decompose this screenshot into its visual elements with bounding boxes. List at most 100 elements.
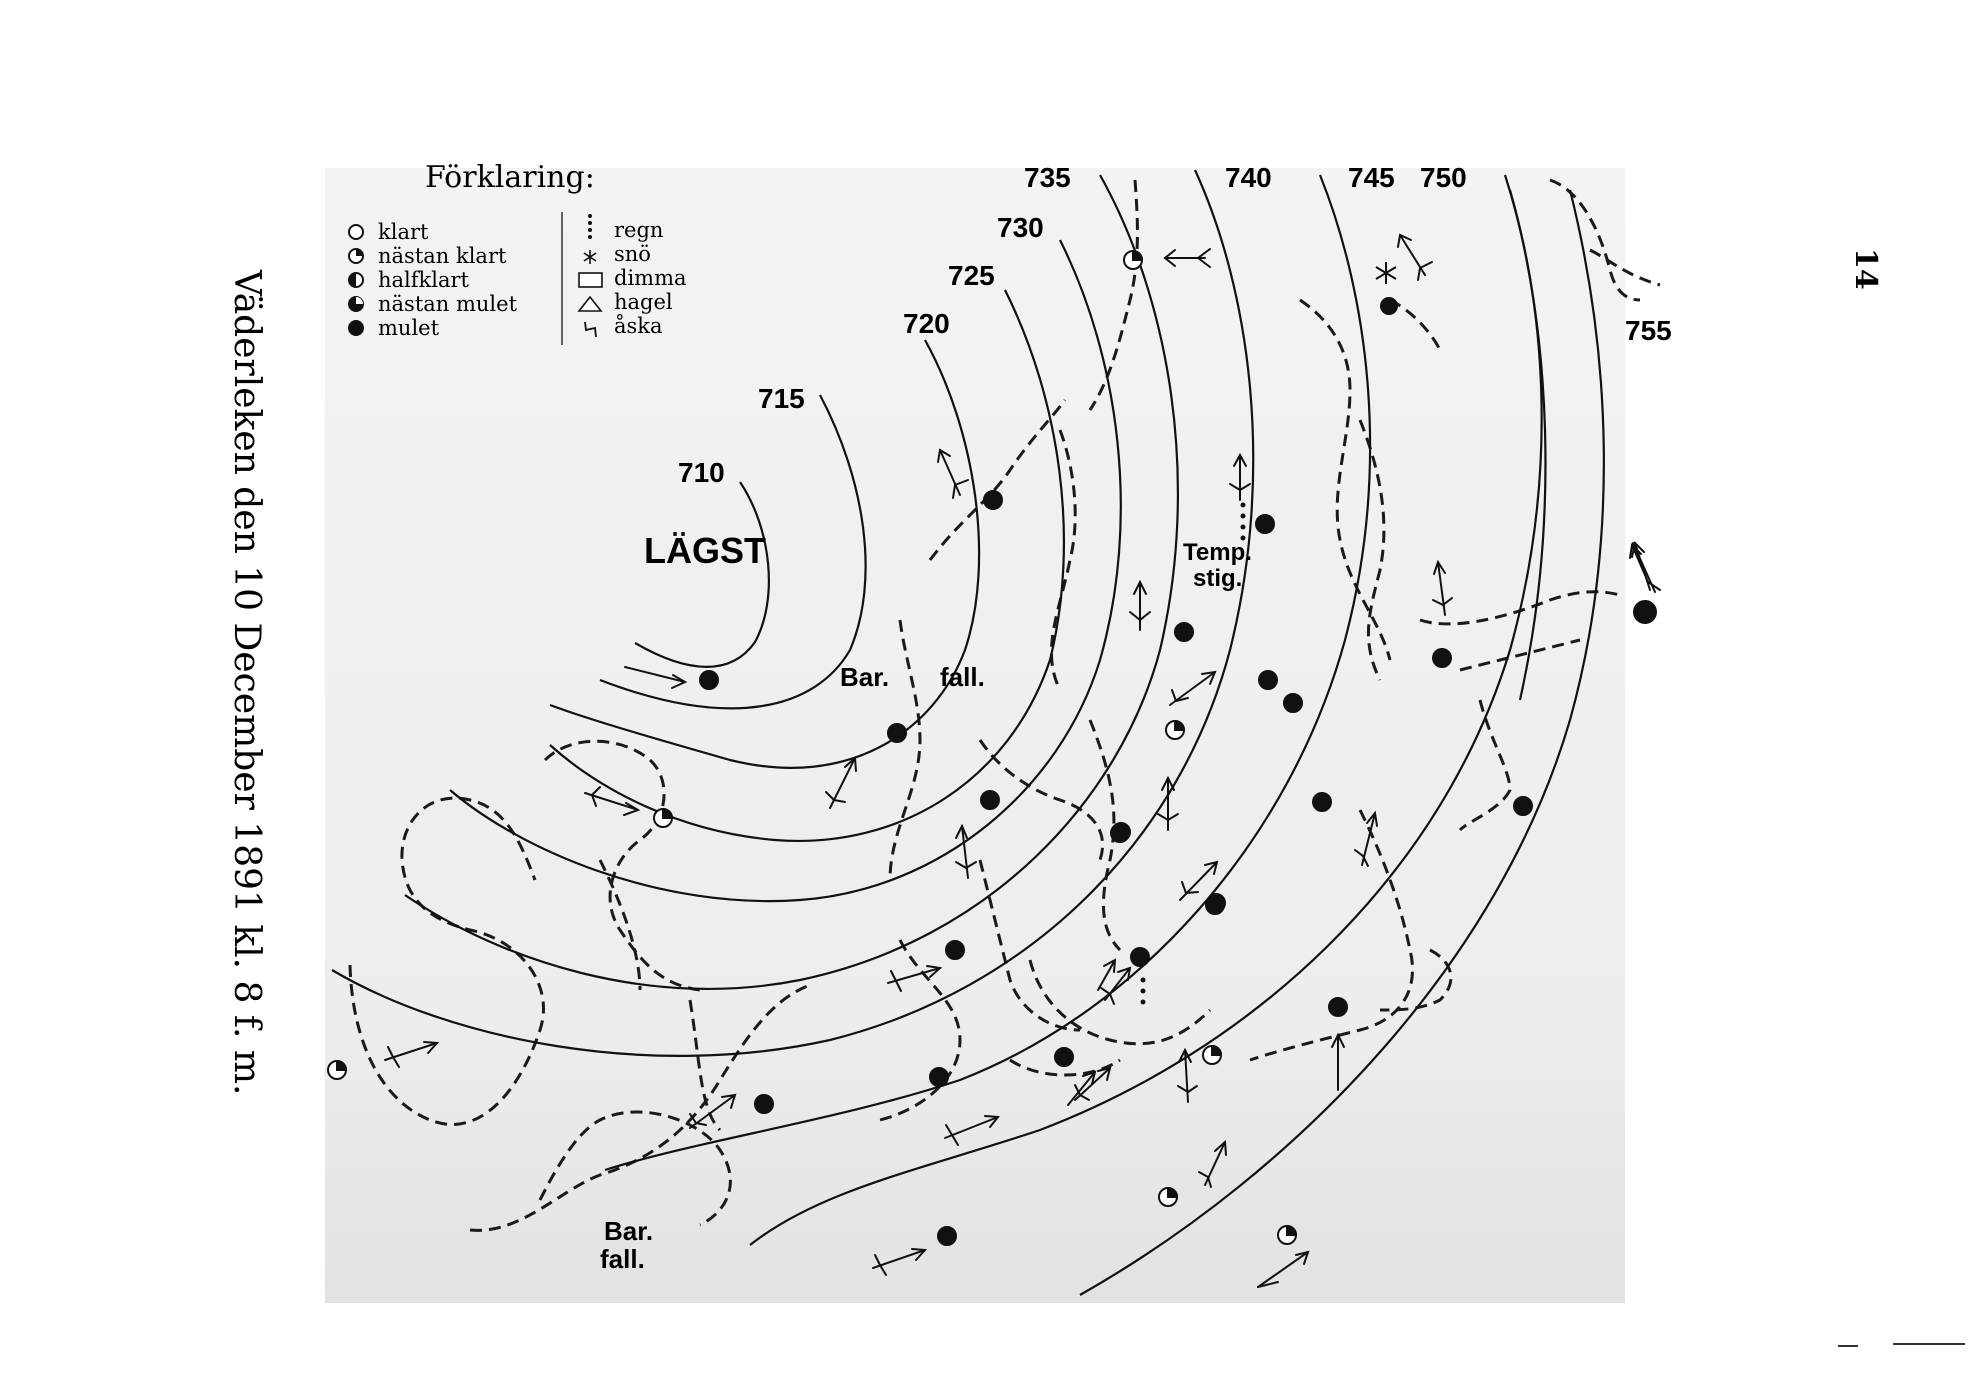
wind-arrow-15 (1354, 810, 1378, 867)
rain-zone-south-4 (1028, 959, 1212, 1046)
wind-arrow-1 (1163, 248, 1211, 268)
rain-zone-east-4 (1419, 590, 1621, 626)
isobar-730 (449, 239, 1122, 903)
station-cloudy (699, 670, 719, 690)
wind-arrow-13 (1157, 775, 1179, 831)
wind-arrow-25 (1067, 1070, 1097, 1106)
wind-arrow-26 (1198, 1139, 1227, 1188)
wind-arrow-28 (1257, 1250, 1310, 1288)
hail-triangle-icon (577, 295, 603, 312)
rain-zone-mid (978, 859, 1081, 1032)
legend-label-fog: dimma (614, 266, 687, 290)
wind-arrow-21 (1177, 1047, 1198, 1103)
rain-marks (1140, 502, 1246, 1005)
isobar-label-730: 730 (997, 212, 1044, 243)
isobar-label-735: 735 (1024, 162, 1071, 193)
station-cloudy (1110, 823, 1130, 843)
wind-arrow-16 (384, 1041, 440, 1068)
isobars (331, 169, 1605, 1296)
wind-arrow-2 (1397, 233, 1433, 281)
temp-rise-label-1: Temp. (1183, 539, 1252, 566)
clear-circle-icon (348, 224, 364, 240)
isobar-label-750: 750 (1420, 162, 1467, 193)
station-cloudy (1206, 893, 1226, 913)
isobar-740 (331, 169, 1255, 1057)
thunder-zigzag-icon (584, 321, 597, 338)
wind-arrow-18 (1100, 966, 1132, 1005)
station-cloudy (980, 790, 1000, 810)
rain-zone-outlines (348, 178, 1661, 1232)
isobar-label-720: 720 (903, 308, 950, 339)
station-nearly-clear (1165, 719, 1186, 740)
rain-zone-southeast (1249, 809, 1415, 1062)
station-cloudy (929, 1067, 949, 1087)
snow-asterisk-icon (1375, 262, 1397, 284)
rain-zone-southeast-2 (1379, 948, 1453, 1012)
station-cloudy (945, 940, 965, 960)
station-cloudy (1258, 670, 1278, 690)
rain-zone-west-3 (688, 999, 722, 1132)
isobar-755 (1508, 189, 1547, 701)
bar-fall-label-north-2: fall. (940, 662, 985, 692)
station-cloudy (1328, 997, 1348, 1017)
station-cloudy (1312, 792, 1332, 812)
map-title: Väderleken den 10 December 1891 kl. 8 f.… (226, 269, 267, 1095)
rain-zone-northeast-2 (1589, 248, 1661, 287)
wind-arrow-8 (624, 666, 688, 689)
wind-arrow-4 (1229, 452, 1251, 501)
station-cloudy (1174, 622, 1194, 642)
isobar-label-755: 755 (1625, 315, 1672, 346)
legend-label-snow: snö (614, 242, 651, 266)
legend-title: Förklaring: (425, 160, 595, 195)
isobar-outer (1079, 189, 1605, 1296)
station-cloudy (1513, 796, 1533, 816)
station-cloudy (937, 1226, 957, 1246)
rain-zone-east-5 (1459, 638, 1581, 672)
legend-label-half-clear: halfklart (378, 268, 470, 292)
station-cloudy (1130, 947, 1150, 967)
legend-label-clear: klart (378, 220, 429, 244)
wind-arrow-9 (1169, 670, 1217, 706)
rain-zone-mid-2 (1088, 719, 1122, 952)
rain-zone-south-2 (538, 1110, 732, 1227)
stations (327, 249, 1657, 1246)
station-cloudy (983, 490, 1003, 510)
wind-arrow-24 (944, 1115, 1000, 1146)
isobar-labels: 710 715 720 725 730 735 740 745 750 755 (678, 162, 1672, 488)
wind-arrow-10 (825, 755, 857, 809)
map-area (325, 168, 1625, 1303)
nearly-cloudy-circle-icon (348, 296, 364, 312)
legend-label-cloudy: mulet (378, 316, 440, 340)
wind-arrow-19 (1097, 958, 1117, 991)
station-cloudy (1283, 693, 1303, 713)
nearly-clear-circle-icon (348, 248, 364, 264)
isobar-710 (634, 481, 770, 668)
bar-fall-label-south-1: Bar. (604, 1216, 653, 1246)
rain-zone-east-2 (1358, 419, 1386, 681)
rain-zone-west (348, 796, 545, 1126)
isobar-label-745: 745 (1348, 162, 1395, 193)
low-pressure-label: LÄGST (644, 530, 766, 571)
page-number: 14 (1848, 248, 1883, 290)
station-nearly-clear (1277, 1224, 1298, 1245)
wind-arrow-30 (1629, 542, 1661, 591)
isobar-label-715: 715 (758, 383, 805, 414)
wind-arrow-22 (1331, 1032, 1345, 1091)
rain-zone-south-5 (1009, 1058, 1121, 1077)
station-nearly-clear (1202, 1044, 1223, 1065)
wind-arrow-11 (584, 786, 641, 816)
fog-rectangle-icon (578, 272, 603, 288)
station-cloudy (1380, 297, 1398, 315)
wind-arrows (384, 233, 1661, 1288)
isobar-735 (404, 174, 1180, 990)
station-cloudy (1432, 648, 1452, 668)
isobar-720 (549, 339, 981, 769)
rain-zone-east (1299, 298, 1392, 661)
station-nearly-clear (327, 1059, 348, 1080)
station-cloudy (1054, 1047, 1074, 1067)
wind-arrow-5 (1129, 579, 1151, 631)
rain-zone-centre (928, 399, 1067, 561)
legend-label-nearly-cloudy: nästan mulet (378, 292, 518, 316)
station-nearly-clear (653, 807, 674, 828)
cloudy-circle-icon (348, 320, 364, 336)
